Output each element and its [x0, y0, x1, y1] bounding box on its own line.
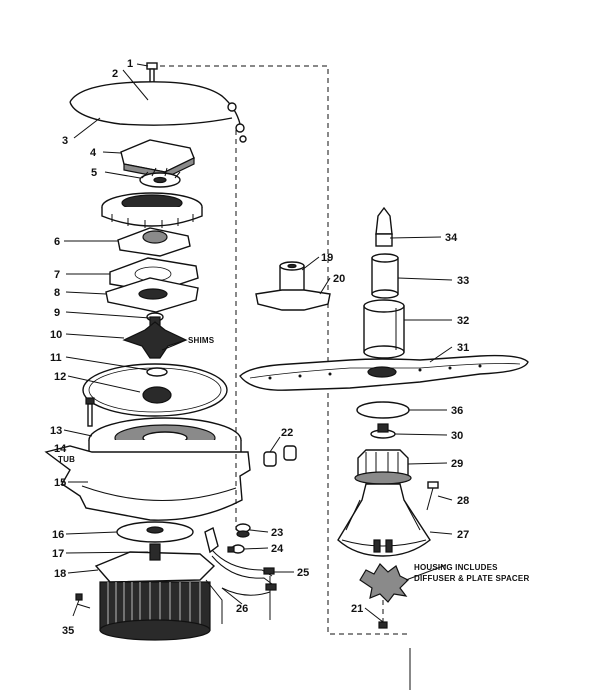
part-17-18-motor	[94, 543, 223, 641]
callout-23: 23	[271, 527, 283, 539]
callout-11: 11	[50, 352, 62, 364]
callout-6: 6	[54, 236, 60, 248]
callout-3: 3	[62, 135, 68, 147]
part-33-tube	[371, 253, 399, 299]
callout-33: 33	[457, 275, 469, 287]
leader-lines	[63, 63, 453, 623]
housing-note-line-1: HOUSING INCLUDES	[414, 563, 498, 572]
callout-17: 17	[52, 548, 64, 560]
callout-35: 35	[62, 625, 74, 637]
part-10-chopper-blade	[122, 321, 188, 359]
part-pump-housing-upper	[101, 192, 203, 228]
callout-2: 2	[112, 68, 118, 80]
part-19-bushing	[279, 261, 305, 293]
part-20-bracket	[255, 289, 331, 311]
part-8-seal-plate	[105, 277, 199, 313]
callout-16: 16	[52, 529, 64, 541]
callout-7: 7	[54, 269, 60, 281]
callout-25: 25	[297, 567, 309, 579]
part-28-screw	[426, 481, 439, 511]
callout-24: 24	[271, 543, 284, 555]
part-6-plate	[117, 227, 191, 257]
callout-4: 4	[90, 147, 97, 159]
callout-36: 36	[451, 405, 463, 417]
callout-1: 1	[127, 58, 133, 70]
part-11-12-seal-ring	[82, 363, 228, 417]
dashed-guide-right	[160, 65, 410, 635]
callout-29: 29	[451, 458, 463, 470]
part-36-ring	[356, 401, 410, 419]
part-15-tub-section	[44, 445, 251, 521]
callout-12: 12	[54, 371, 66, 383]
callout-21: 21	[351, 603, 363, 615]
part-3-feed-tube	[69, 81, 247, 143]
callout-28: 28	[457, 495, 469, 507]
callout-32: 32	[457, 315, 469, 327]
shims-label: SHIMS	[188, 336, 215, 345]
callout-10: 10	[50, 329, 62, 341]
part-diffuser	[359, 563, 410, 603]
callout-19: 19	[321, 252, 333, 264]
callout-15: 15	[54, 477, 66, 489]
part-5-impeller	[139, 167, 181, 188]
callout-26: 26	[236, 603, 248, 615]
part-27-housing	[337, 483, 431, 557]
part-31-spray-arm	[239, 354, 529, 391]
tub-label: TUB	[58, 455, 75, 464]
callout-22: 22	[281, 427, 293, 439]
callout-14: 14	[54, 443, 67, 455]
callout-27: 27	[457, 529, 469, 541]
part-34-nozzle-tip	[375, 206, 393, 247]
part-29-hub	[354, 449, 412, 485]
callout-5: 5	[91, 167, 97, 179]
part-22-clips	[263, 445, 297, 467]
callout-8: 8	[54, 287, 60, 299]
part-4-cover	[120, 139, 195, 179]
callout-20: 20	[333, 273, 345, 285]
callout-18: 18	[54, 568, 66, 580]
part-25-26-wiring	[204, 526, 277, 620]
part-30-nut	[370, 423, 396, 439]
part-13-screw	[85, 397, 95, 427]
part-32-tube	[363, 299, 405, 359]
callout-13: 13	[50, 425, 62, 437]
part-23-24-fasteners	[227, 523, 251, 554]
part-16-disc	[116, 521, 194, 543]
callout-31: 31	[457, 342, 469, 354]
callout-30: 30	[451, 430, 463, 442]
part-35-screw	[72, 593, 83, 617]
housing-note-line-2: DIFFUSER & PLATE SPACER	[414, 574, 529, 583]
callout-34: 34	[445, 232, 458, 244]
part-21-screw	[378, 621, 388, 629]
callout-9: 9	[54, 307, 60, 319]
